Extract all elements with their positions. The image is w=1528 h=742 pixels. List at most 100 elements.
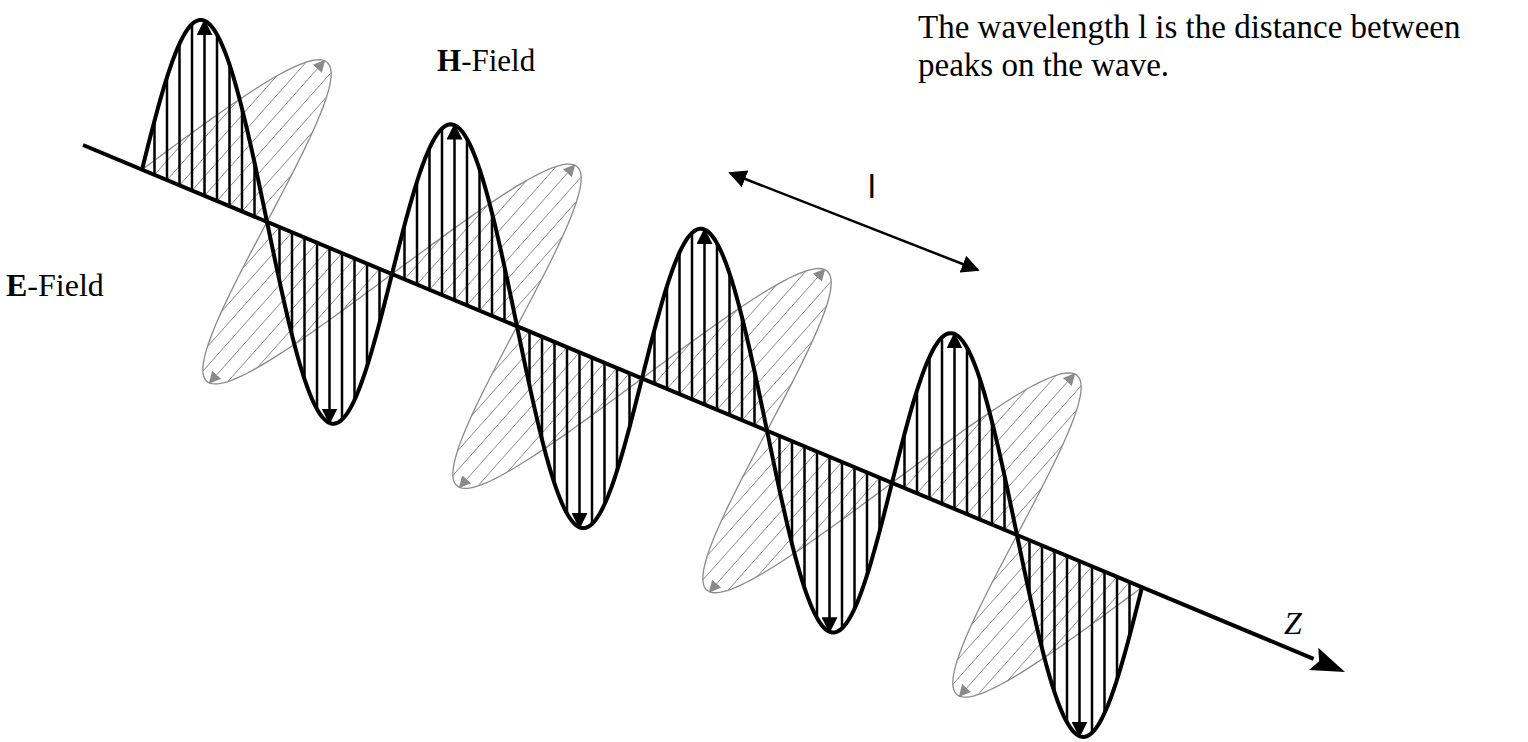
h-field-vector [210, 248, 330, 383]
e-field-vector [566, 347, 569, 513]
e-field-vector [803, 446, 806, 588]
h-field-vector [417, 205, 488, 284]
h-field-vector [471, 337, 542, 416]
e-field-vector [1103, 572, 1106, 714]
e-field-vector [366, 264, 369, 367]
h-field-vector [978, 566, 1092, 694]
axis-arrowhead [1309, 648, 1345, 672]
e-field-vector [591, 358, 594, 524]
e-field-vector [416, 182, 419, 285]
e-field-vector [553, 342, 556, 484]
h-field-vector [478, 358, 592, 486]
e-field-vector [728, 273, 731, 415]
e-field-vector [428, 148, 431, 290]
h-field-vector [192, 62, 306, 190]
e-field-vector [666, 286, 669, 389]
e-field-vector [541, 337, 544, 440]
e-field-vector [616, 368, 619, 471]
h-field-vector [705, 270, 825, 405]
h-field-vector [905, 446, 942, 488]
e-field-vector [178, 44, 181, 186]
h-field-vector [242, 132, 313, 211]
h-field-vector [728, 462, 842, 590]
h-field-vector [296, 264, 367, 343]
h-field-vector [1046, 577, 1117, 656]
e-field-vector [953, 334, 956, 509]
h-field-vector [717, 281, 831, 409]
e-field-vector [816, 452, 819, 618]
e-field-vector [491, 213, 494, 316]
e-field-vector [991, 422, 994, 525]
h-field-vector [742, 341, 813, 420]
h-field-vector [203, 243, 317, 371]
e-field-vector [216, 35, 219, 201]
wavelength-arrow [730, 173, 978, 270]
h-field-vector [796, 472, 867, 551]
e-field-vector [716, 243, 719, 409]
e-field-vector [1066, 556, 1069, 722]
h-field-vector [917, 414, 988, 493]
e-field-vector [703, 230, 706, 405]
e-field-vector [866, 472, 869, 575]
e-field-vector [941, 337, 944, 503]
z-axis [83, 145, 1345, 672]
h-field-vector [221, 232, 292, 311]
h-field-vector [955, 374, 1075, 509]
h-field-vector [492, 236, 563, 315]
e-field-vector [603, 363, 606, 505]
e-field-vector [478, 169, 481, 311]
e-field-vector [191, 24, 194, 190]
e-field-vector [966, 348, 969, 514]
e-field-vector [853, 467, 856, 609]
h-field-vector [455, 165, 575, 300]
note-text: The wavelength l is the distance between… [918, 8, 1522, 84]
h-field-vector [405, 238, 442, 280]
e-field-vector [316, 243, 319, 409]
h-field-vector [655, 342, 692, 384]
h-field-vector [460, 352, 580, 487]
h-field-vector [228, 253, 342, 381]
e-field-vector [341, 253, 344, 419]
field-label: E-Field [6, 268, 104, 303]
h-field-vector [205, 61, 325, 196]
h-field-vector [960, 561, 1080, 696]
e-field-vector [466, 139, 469, 305]
e-field-vector [303, 237, 306, 379]
h-field-vector [467, 177, 581, 305]
h-field-vector [667, 310, 738, 389]
e-field-vector [1041, 545, 1044, 648]
e-field-vector [978, 378, 981, 520]
wavelength-symbol: l [868, 168, 876, 205]
e-field-curve [142, 20, 1142, 737]
h-field-vector [692, 271, 806, 399]
h-field-vector [942, 375, 1056, 503]
e-field-vector [741, 317, 744, 420]
h-field-vector [703, 452, 817, 580]
h-field-vector [842, 478, 879, 520]
e-field-vector [828, 457, 831, 632]
e-field-vector [1091, 566, 1094, 732]
e-field-vector [1053, 551, 1056, 693]
h-field-vector [167, 101, 238, 180]
e-field-vector [241, 109, 244, 212]
h-field-vector [1092, 582, 1129, 624]
e-field-vector [203, 21, 206, 196]
e-field-vector [578, 352, 581, 527]
h-field-vector [721, 441, 792, 520]
e-field-vector [291, 232, 294, 335]
e-field-vector [228, 65, 231, 207]
field-label: H-Field [437, 44, 535, 78]
e-field-vector [353, 258, 356, 400]
e-field-vector [453, 125, 456, 300]
e-field-vector [328, 248, 331, 423]
e-field-vector [1078, 561, 1081, 736]
e-field-vector [791, 441, 794, 544]
e-field-wave [142, 20, 1142, 737]
e-field-vector [1116, 577, 1119, 680]
h-field-vector [546, 368, 617, 447]
e-field-vector [916, 390, 919, 493]
h-field-vector [453, 347, 567, 475]
e-field-vector [841, 462, 844, 628]
h-field-vector [155, 133, 192, 175]
